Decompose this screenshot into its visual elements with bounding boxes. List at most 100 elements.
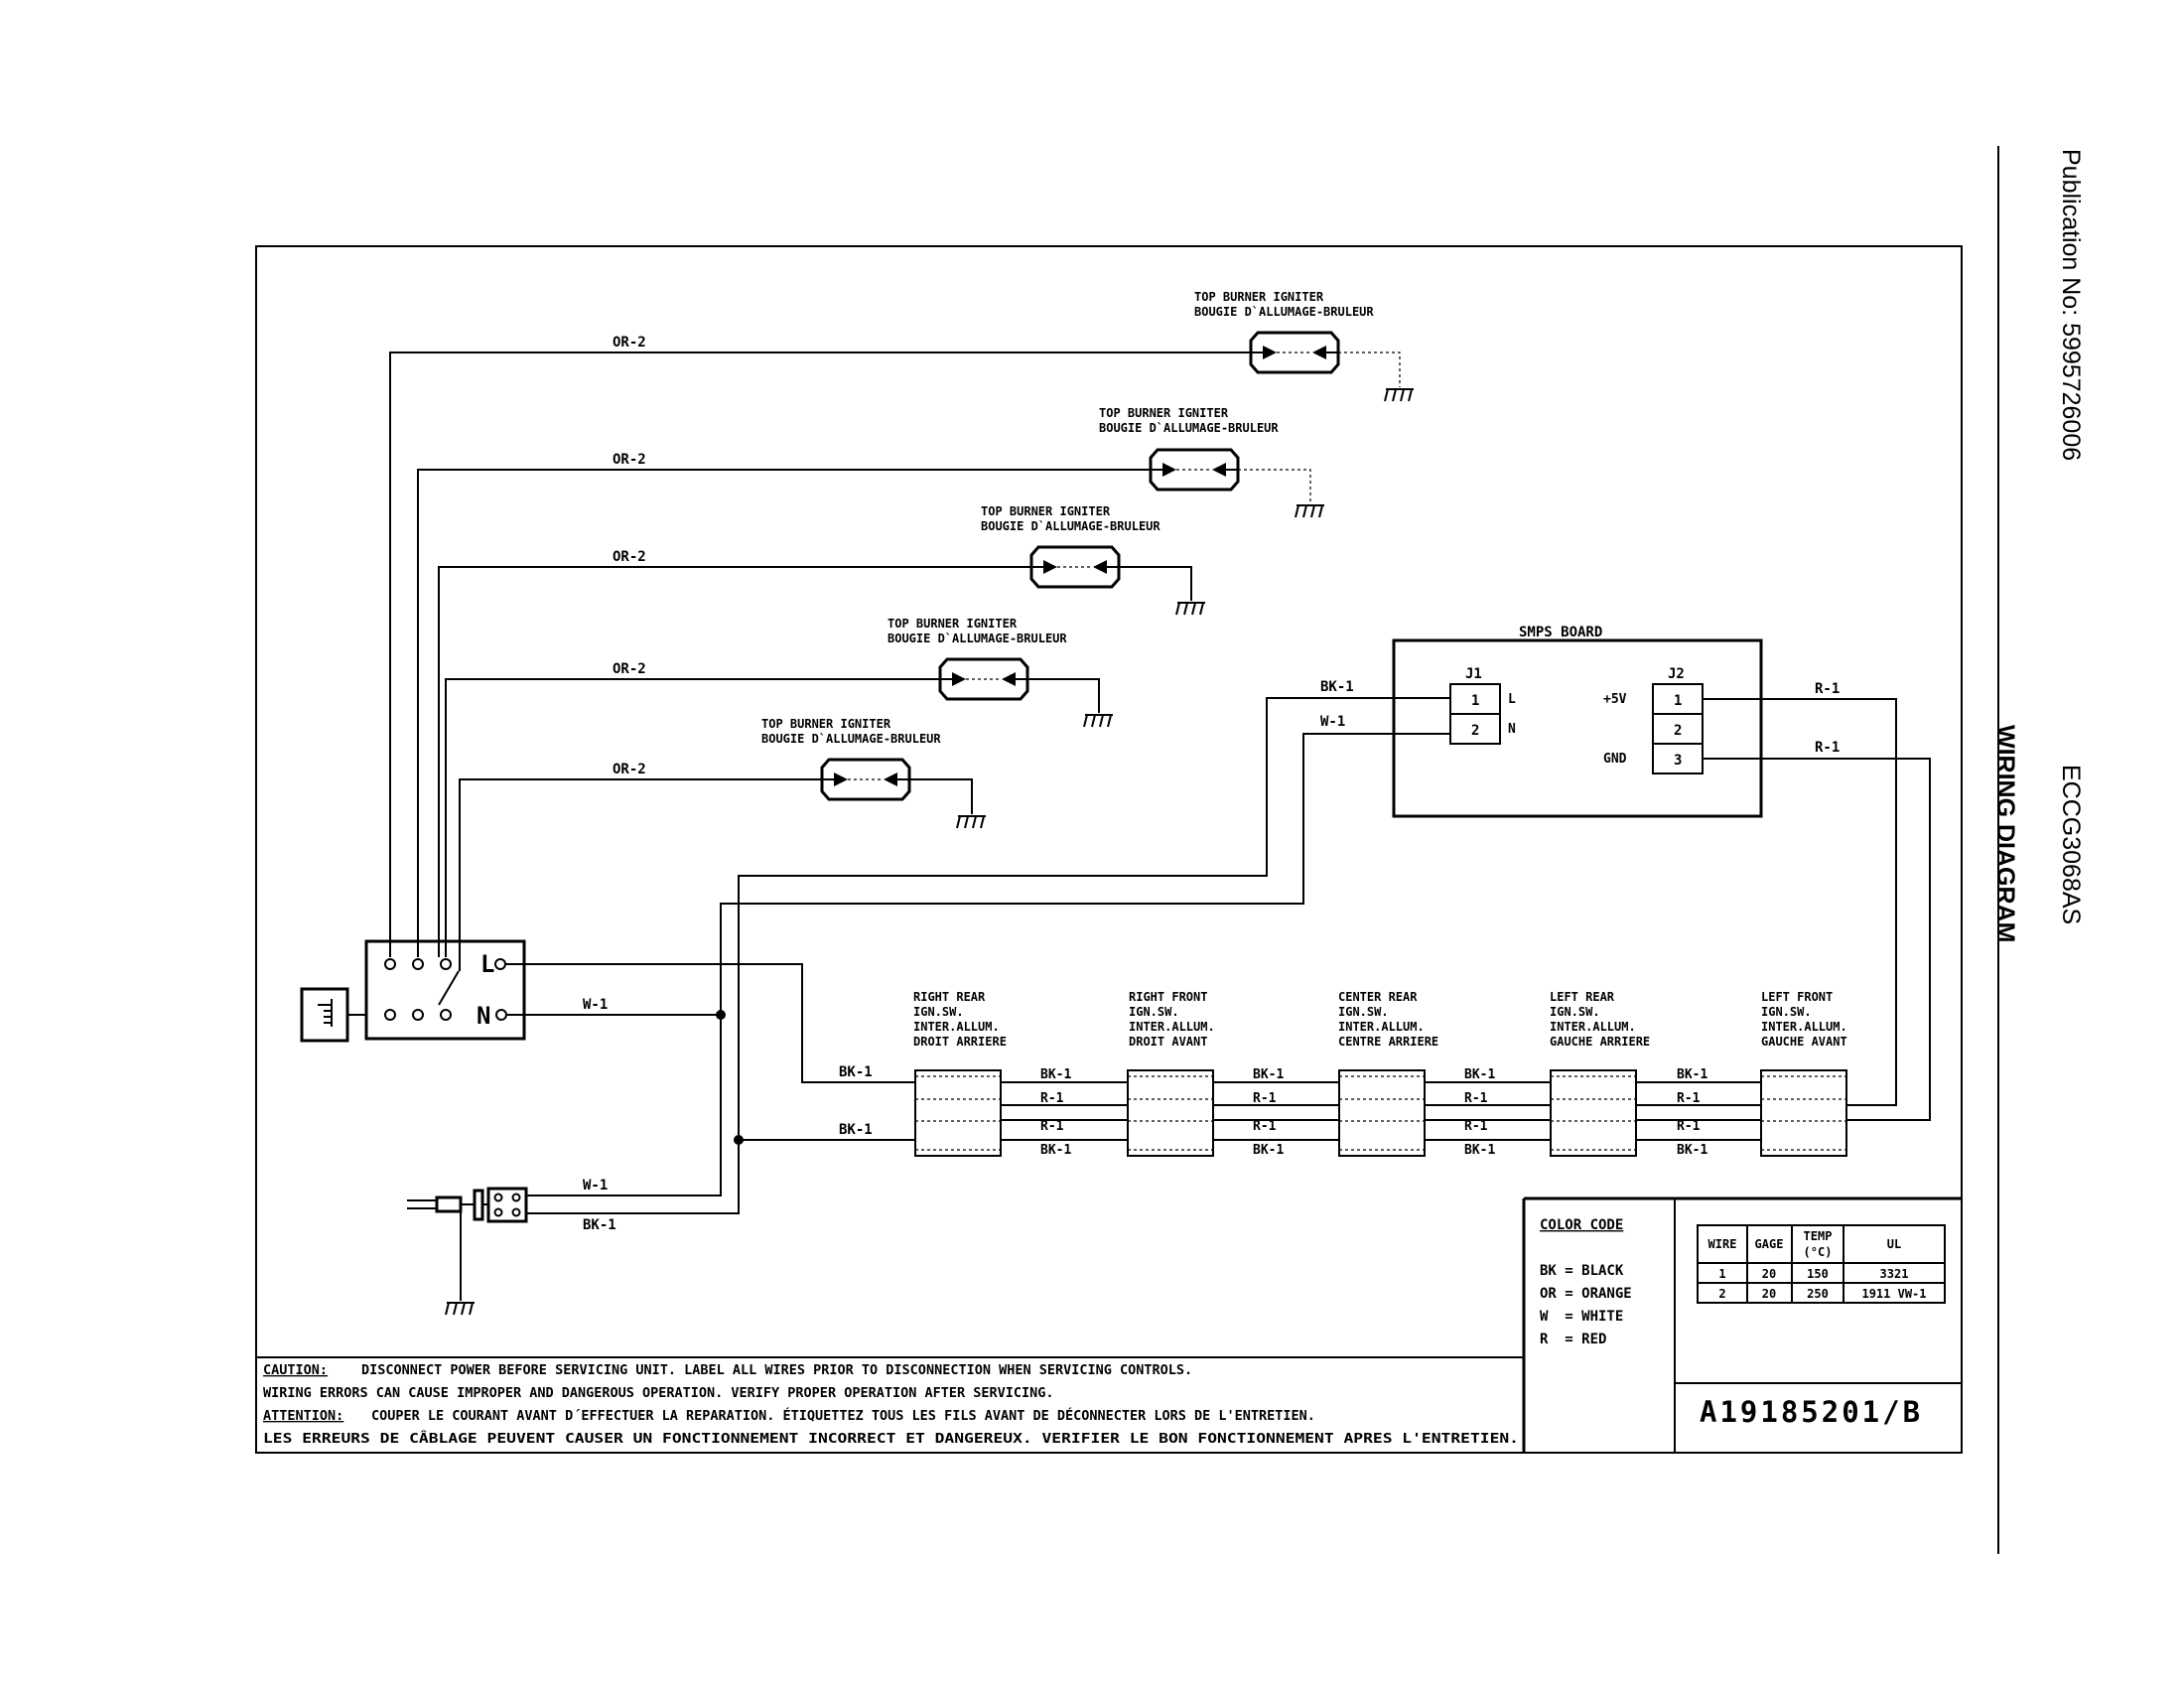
svg-text:R-1: R-1: [1464, 1091, 1488, 1106]
svg-text:IGN.SW.: IGN.SW.: [1761, 1005, 1812, 1019]
svg-text:RIGHT REAR: RIGHT REAR: [913, 990, 986, 1004]
svg-text:2: 2: [1674, 723, 1682, 739]
wire-spec-table: WIRE GAGE TEMP (°C) UL 1 20 150 3321 2 2…: [1697, 1224, 1946, 1304]
svg-text:IGN.SW.: IGN.SW.: [1129, 1005, 1179, 1019]
svg-text:TOP BURNER IGNITER: TOP BURNER IGNITER: [887, 617, 1018, 631]
svg-text:OR-2: OR-2: [613, 549, 646, 565]
igniter-4: TOP BURNER IGNITER BOUGIE D`ALLUMAGE-BRU…: [887, 617, 1067, 701]
power-cord: W-1 BK-1: [407, 1017, 740, 1316]
svg-text:CENTER REAR: CENTER REAR: [1338, 990, 1418, 1004]
igniter-ground-leads: [909, 352, 1415, 829]
svg-text:R-1: R-1: [1040, 1091, 1064, 1106]
svg-text:3321: 3321: [1880, 1267, 1909, 1281]
svg-text:BOUGIE D`ALLUMAGE-BRULEUR: BOUGIE D`ALLUMAGE-BRULEUR: [887, 632, 1067, 645]
svg-text:1911 VW-1: 1911 VW-1: [1861, 1287, 1926, 1301]
svg-text:DROIT AVANT: DROIT AVANT: [1129, 1035, 1207, 1049]
terminal-block: L N: [364, 939, 526, 1041]
smps-output-wires: R-1 R-1: [1703, 681, 1931, 1121]
svg-text:INTER.ALLUM.: INTER.ALLUM.: [1338, 1020, 1425, 1034]
svg-text:LEFT FRONT: LEFT FRONT: [1761, 990, 1833, 1004]
svg-text:WIRE: WIRE: [1708, 1237, 1737, 1251]
svg-text:IGN.SW.: IGN.SW.: [1550, 1005, 1600, 1019]
smps-board: SMPS BOARD J1 1 2 L N J2 1 2 3 +5V GND: [1392, 625, 1763, 818]
svg-text:DROIT ARRIERE: DROIT ARRIERE: [913, 1035, 1007, 1049]
svg-text:COLOR CODE: COLOR CODE: [1540, 1217, 1623, 1233]
svg-text:L: L: [1508, 692, 1516, 707]
svg-text:OR-2: OR-2: [613, 661, 646, 677]
model-number: ECCG3068AS: [2057, 765, 2085, 924]
svg-text:R-1: R-1: [1815, 740, 1840, 756]
svg-text:J2: J2: [1668, 666, 1685, 682]
svg-text:CENTRE ARRIERE: CENTRE ARRIERE: [1338, 1035, 1438, 1049]
igniter-1: TOP BURNER IGNITER BOUGIE D`ALLUMAGE-BRU…: [1194, 290, 1374, 374]
svg-text:OR-2: OR-2: [613, 452, 646, 468]
svg-text:N: N: [477, 1002, 490, 1030]
svg-text:BOUGIE D`ALLUMAGE-BRULEUR: BOUGIE D`ALLUMAGE-BRULEUR: [1099, 421, 1279, 435]
diagram-border: [255, 245, 1963, 1454]
svg-text:SMPS BOARD: SMPS BOARD: [1519, 625, 1602, 640]
svg-text:WIRING ERRORS CAN CAUSE IMPROP: WIRING ERRORS CAN CAUSE IMPROPER AND DAN…: [263, 1385, 1054, 1401]
diagram-title: WIRING DIAGRAM: [1991, 725, 2019, 942]
svg-text:LEFT REAR: LEFT REAR: [1550, 990, 1615, 1004]
igniter-5: TOP BURNER IGNITER BOUGIE D`ALLUMAGE-BRU…: [761, 717, 941, 801]
svg-text:TOP BURNER IGNITER: TOP BURNER IGNITER: [1099, 406, 1229, 420]
svg-text:20: 20: [1762, 1267, 1776, 1281]
svg-text:N: N: [1508, 722, 1516, 737]
terminal-ground: [300, 987, 366, 1043]
n-junction: [716, 1010, 726, 1020]
svg-text:ATTENTION:: ATTENTION:: [263, 1408, 343, 1424]
svg-text:BOUGIE D`ALLUMAGE-BRULEUR: BOUGIE D`ALLUMAGE-BRULEUR: [981, 519, 1160, 533]
svg-text:BOUGIE D`ALLUMAGE-BRULEUR: BOUGIE D`ALLUMAGE-BRULEUR: [1194, 305, 1374, 319]
svg-text:R-1: R-1: [1253, 1119, 1277, 1134]
svg-text:COUPER LE COURANT AVANT D´EFFE: COUPER LE COURANT AVANT D´EFFECTUER LA R…: [371, 1407, 1315, 1424]
svg-text:W = WHITE: W = WHITE: [1540, 1309, 1623, 1325]
switch-chain-wires: [1001, 1081, 1761, 1141]
svg-text:TOP BURNER IGNITER: TOP BURNER IGNITER: [981, 504, 1111, 518]
svg-text:250: 250: [1807, 1287, 1829, 1301]
ignition-switch-labels: RIGHT REAR IGN.SW. INTER.ALLUM. DROIT AR…: [913, 990, 1847, 1049]
part-number: A19185201/B: [1700, 1395, 1923, 1429]
info-block: [256, 1196, 1962, 1453]
svg-text:3: 3: [1674, 753, 1682, 769]
svg-text:150: 150: [1807, 1267, 1829, 1281]
svg-text:OR = ORANGE: OR = ORANGE: [1540, 1286, 1632, 1302]
svg-text:GAUCHE ARRIERE: GAUCHE ARRIERE: [1550, 1035, 1650, 1049]
svg-text:INTER.ALLUM.: INTER.ALLUM.: [913, 1020, 1000, 1034]
svg-text:L: L: [480, 950, 494, 978]
svg-text:GND: GND: [1603, 752, 1627, 767]
bk-lower-label: BK-1: [839, 1122, 873, 1138]
svg-text:1: 1: [1718, 1267, 1725, 1281]
svg-text:(°C): (°C): [1804, 1245, 1833, 1259]
svg-text:TOP BURNER IGNITER: TOP BURNER IGNITER: [761, 717, 891, 731]
svg-text:W-1: W-1: [583, 1178, 608, 1194]
svg-text:W-1: W-1: [1320, 714, 1345, 730]
svg-text:BK-1: BK-1: [1677, 1143, 1707, 1158]
svg-text:R-1: R-1: [1464, 1119, 1488, 1134]
svg-text:BK-1: BK-1: [1320, 679, 1354, 695]
svg-text:UL: UL: [1887, 1237, 1901, 1251]
svg-text:OR-2: OR-2: [613, 335, 646, 351]
svg-text:R-1: R-1: [1677, 1091, 1701, 1106]
svg-text:TOP BURNER IGNITER: TOP BURNER IGNITER: [1194, 290, 1324, 304]
svg-text:R-1: R-1: [1815, 681, 1840, 697]
igniter-2: TOP BURNER IGNITER BOUGIE D`ALLUMAGE-BRU…: [1099, 406, 1279, 492]
svg-text:INTER.ALLUM.: INTER.ALLUM.: [1129, 1020, 1215, 1034]
svg-text:BK-1: BK-1: [1677, 1067, 1707, 1082]
publication-number: Publication No: 5995726006: [2057, 149, 2085, 461]
svg-text:R-1: R-1: [1253, 1091, 1277, 1106]
svg-text:IGN.SW.: IGN.SW.: [1338, 1005, 1389, 1019]
svg-text:BK-1: BK-1: [1464, 1067, 1495, 1082]
igniter-3: TOP BURNER IGNITER BOUGIE D`ALLUMAGE-BRU…: [981, 504, 1160, 589]
svg-text:1: 1: [1674, 693, 1682, 709]
svg-text:IGN.SW.: IGN.SW.: [913, 1005, 964, 1019]
svg-text:GAGE: GAGE: [1755, 1237, 1784, 1251]
svg-text:BK-1: BK-1: [1040, 1143, 1071, 1158]
svg-text:BOUGIE D`ALLUMAGE-BRULEUR: BOUGIE D`ALLUMAGE-BRULEUR: [761, 732, 941, 746]
svg-text:R-1: R-1: [1677, 1119, 1701, 1134]
svg-text:+5V: +5V: [1603, 692, 1627, 707]
n-wire-label: W-1: [583, 997, 608, 1013]
color-code: COLOR CODE BK = BLACK OR = ORANGE W = WH…: [1540, 1217, 1632, 1347]
svg-text:INTER.ALLUM.: INTER.ALLUM.: [1550, 1020, 1636, 1034]
